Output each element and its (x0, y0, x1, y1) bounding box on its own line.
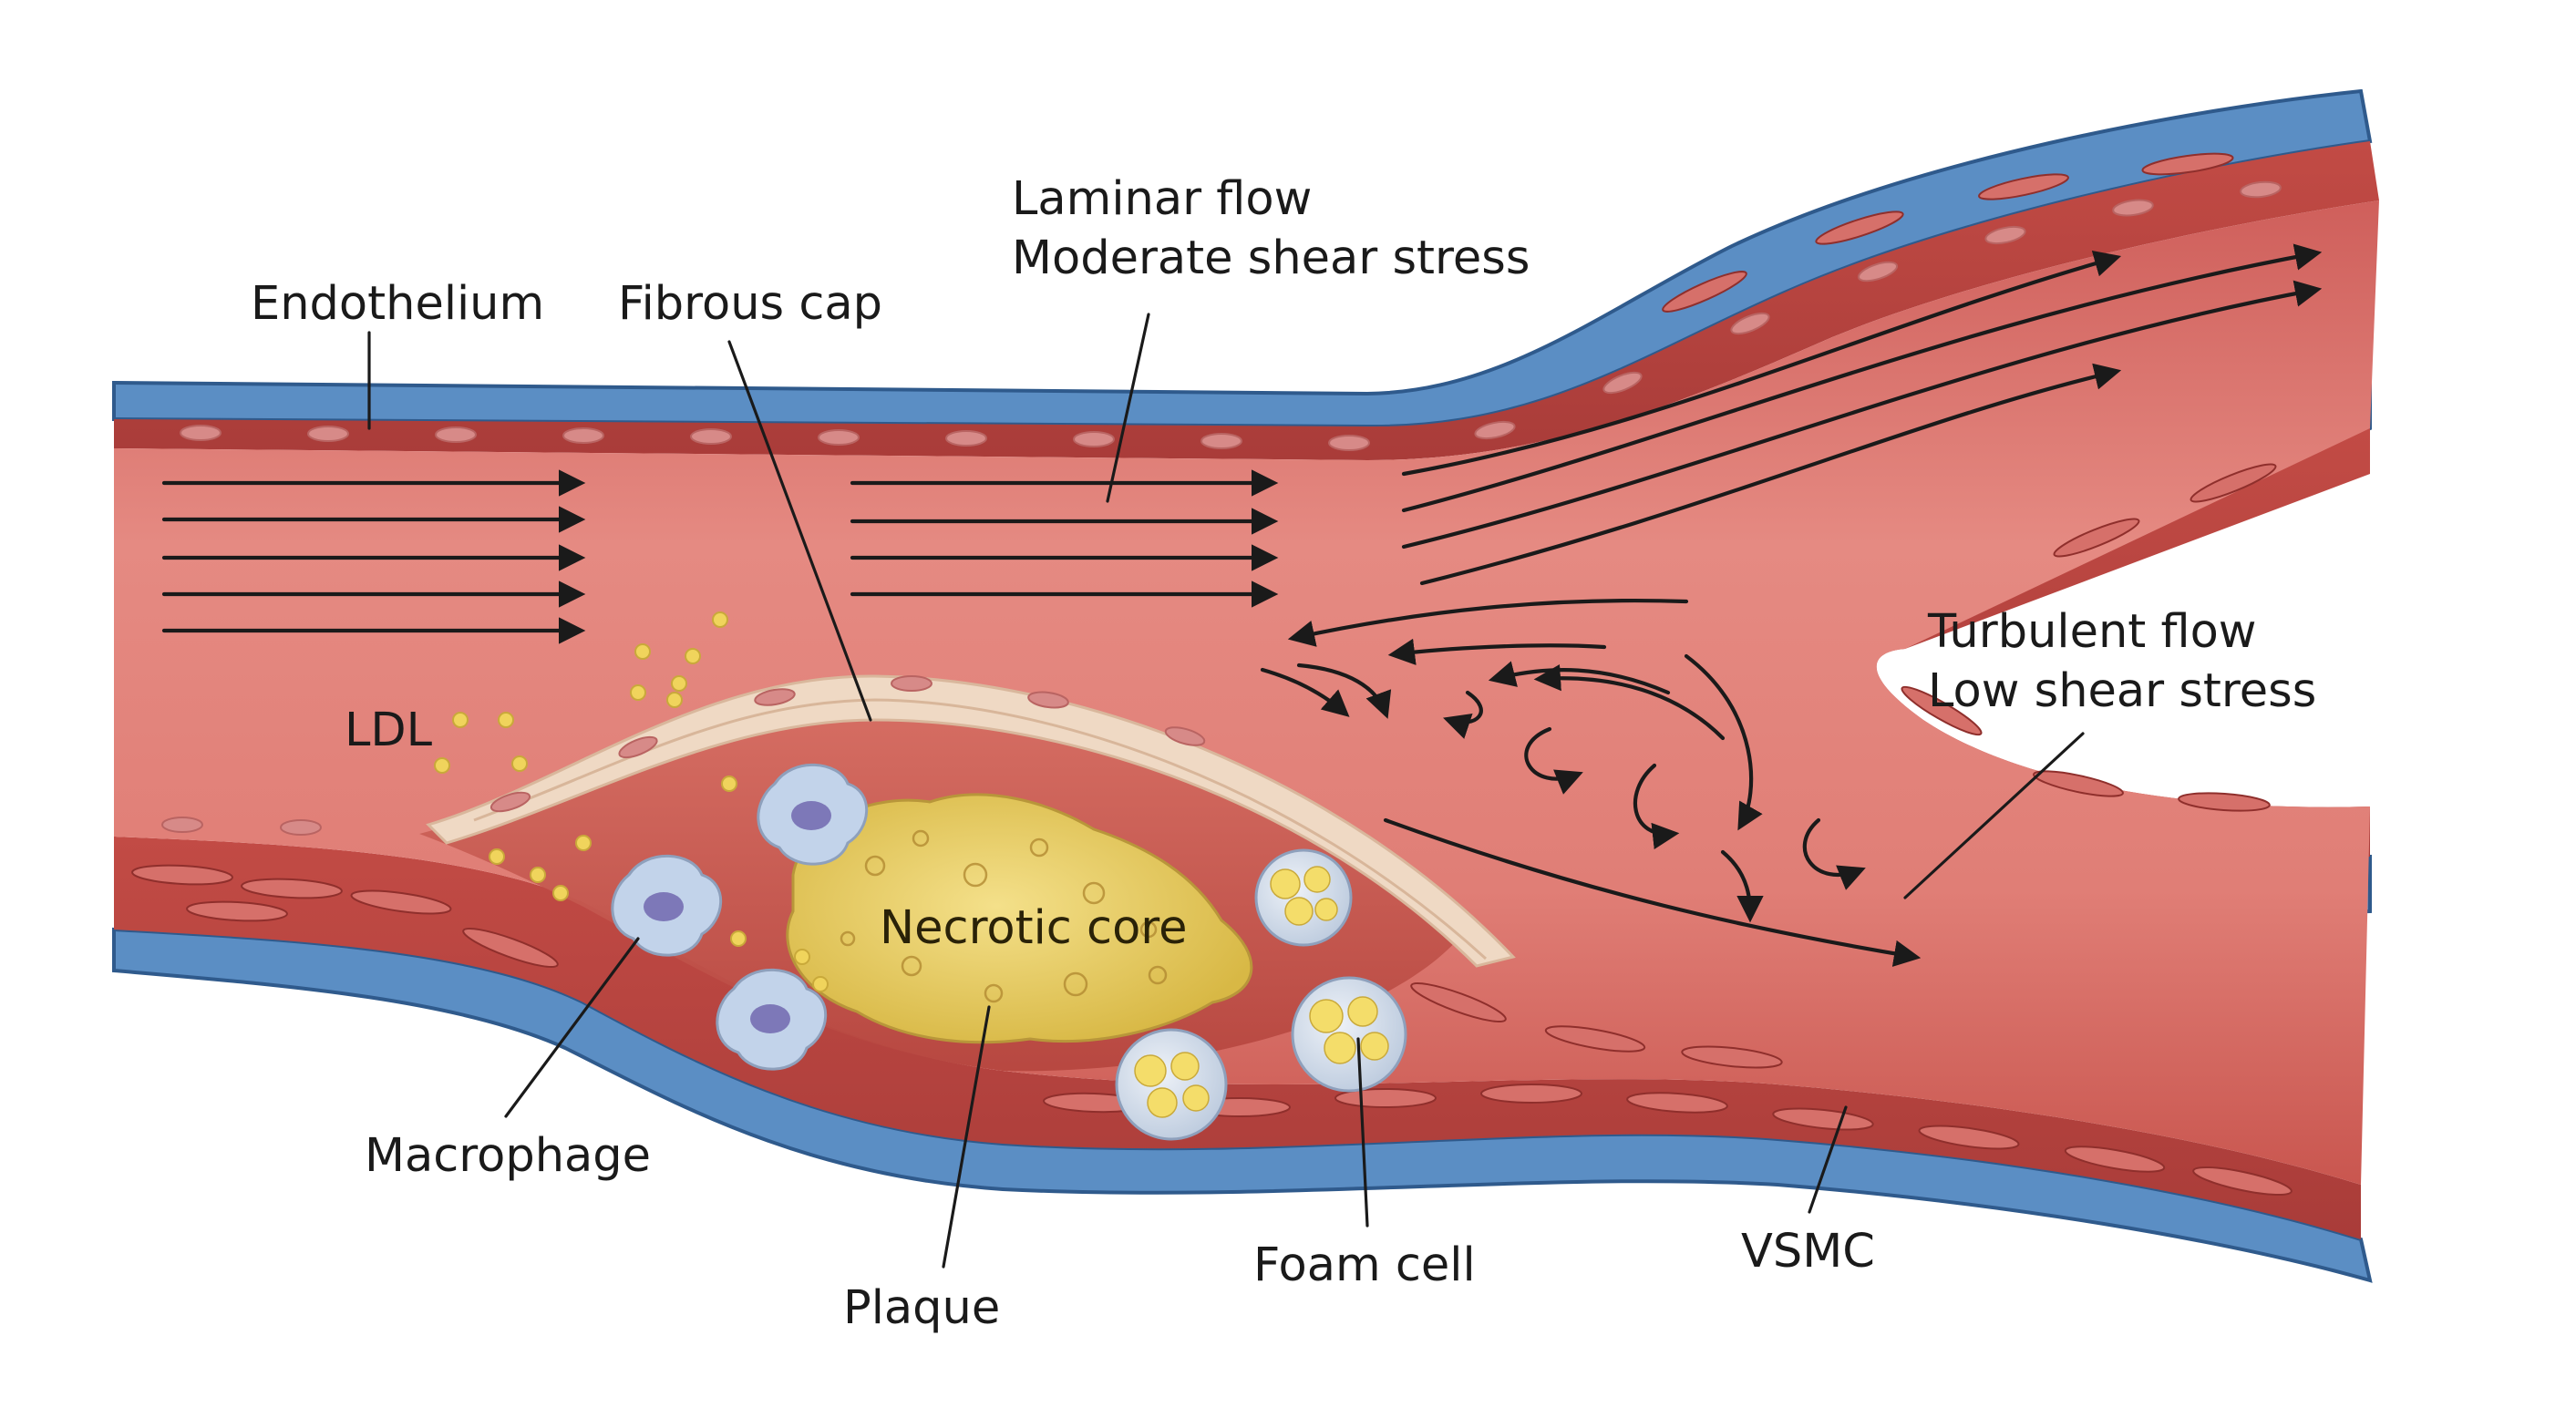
foam-cells (1115, 848, 1407, 1141)
endothelium-cells (161, 180, 2282, 836)
foam-cell (1291, 976, 1407, 1093)
label-low-shear-stress: Low shear stress (1928, 664, 2316, 718)
label-turbulent-flow: Turbulent flow (1927, 605, 2257, 659)
label-laminar-flow: Laminar flow (1012, 172, 1312, 226)
macrophage-cell (611, 854, 723, 957)
label-ldl: LDL (345, 704, 433, 757)
laminar-flow-arrows (161, 243, 2323, 644)
label-endothelium: Endothelium (251, 277, 544, 331)
labels: Endothelium Fibrous cap Laminar flow Mod… (251, 172, 2316, 1335)
vsmc-cells (131, 152, 2293, 1197)
label-vsmc: VSMC (1741, 1225, 1875, 1279)
leader-lines (367, 313, 2085, 1269)
foam-cell (1254, 848, 1353, 947)
label-plaque: Plaque (843, 1281, 1000, 1335)
macrophage-cell (716, 968, 828, 1071)
label-macrophage: Macrophage (365, 1129, 651, 1183)
ldl-particles (434, 611, 829, 992)
label-foam-cell: Foam cell (1253, 1238, 1476, 1292)
macrophages (611, 763, 869, 1071)
necrotic-core (786, 793, 1253, 1044)
label-moderate-shear-stress: Moderate shear stress (1012, 231, 1530, 285)
turbulent-flow-arrows (1260, 598, 1922, 967)
label-fibrous-cap: Fibrous cap (618, 277, 882, 331)
macrophage-cell (757, 763, 869, 866)
foam-cell (1115, 1028, 1228, 1141)
fibrous-cap-shape (426, 674, 1516, 968)
label-necrotic-core: Necrotic core (880, 901, 1188, 955)
